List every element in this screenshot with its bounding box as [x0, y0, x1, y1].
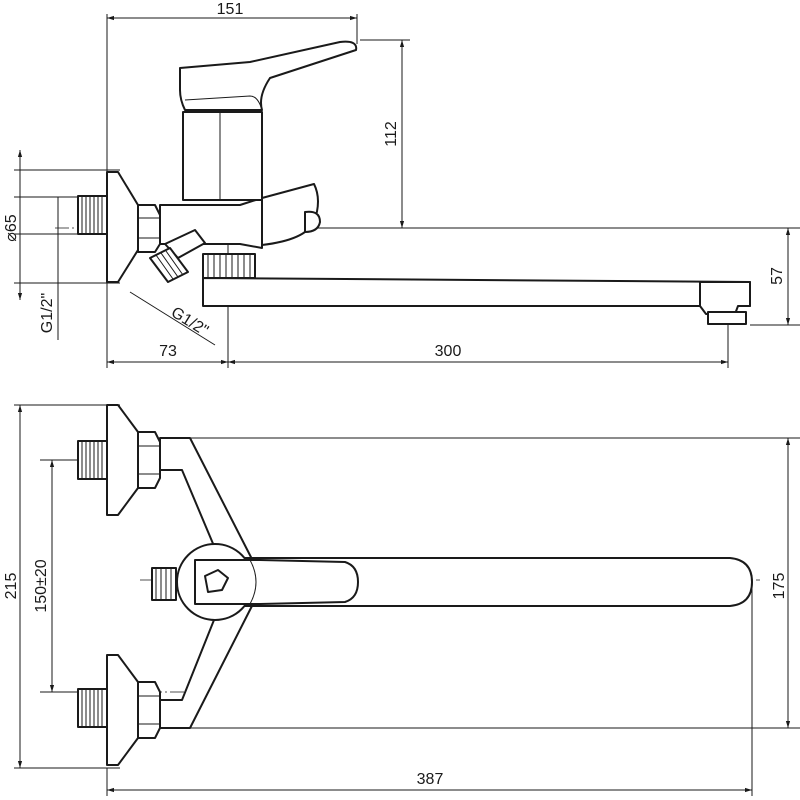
side-connector-nut — [137, 204, 161, 253]
side-wall-flange — [106, 171, 139, 283]
side-cartridge-body — [182, 111, 263, 201]
dim-connection-thread: G1/2" — [39, 293, 56, 333]
side-view: 151 112 ⌀65 G1/2" G1/2" 57 73 300 — [3, 1, 800, 368]
dim-total-depth: 215 — [3, 573, 20, 600]
side-spout-end — [699, 281, 751, 315]
dim-body-offset: 73 — [159, 343, 177, 360]
dim-total-length: 387 — [417, 771, 444, 788]
top-handle — [194, 559, 359, 605]
dim-connection-spacing: 150±20 — [33, 559, 50, 612]
dim-handle-height: 112 — [383, 121, 400, 147]
side-lever-knob — [304, 210, 321, 233]
top-spout — [239, 557, 753, 607]
dim-spout-height: 57 — [769, 267, 786, 285]
dim-flange-diameter: ⌀65 — [3, 214, 20, 242]
top-side-knob — [151, 567, 177, 601]
side-handle — [179, 40, 358, 111]
top-lower-flange — [106, 654, 139, 766]
side-spout — [202, 277, 751, 307]
dim-spout-span: 175 — [771, 573, 788, 600]
dim-spout-length: 300 — [435, 343, 462, 360]
dim-inlet-thread: G1/2" — [168, 304, 211, 340]
top-view: 215 150±20 175 387 — [3, 404, 800, 796]
brand-logo-mark — [204, 569, 229, 593]
top-extension-lines — [14, 404, 800, 796]
top-lower-thread — [77, 688, 108, 728]
dim-top-width: 151 — [217, 1, 244, 18]
top-upper-flange — [106, 404, 139, 516]
top-lower-nut — [137, 681, 161, 739]
side-aerator — [707, 311, 747, 325]
top-upper-thread — [77, 440, 108, 480]
top-upper-nut — [137, 431, 161, 489]
side-extension-lines — [14, 14, 800, 368]
side-angled-inlet — [149, 229, 206, 283]
side-eccentric-thread — [77, 195, 108, 235]
side-spout-nut — [202, 253, 256, 279]
